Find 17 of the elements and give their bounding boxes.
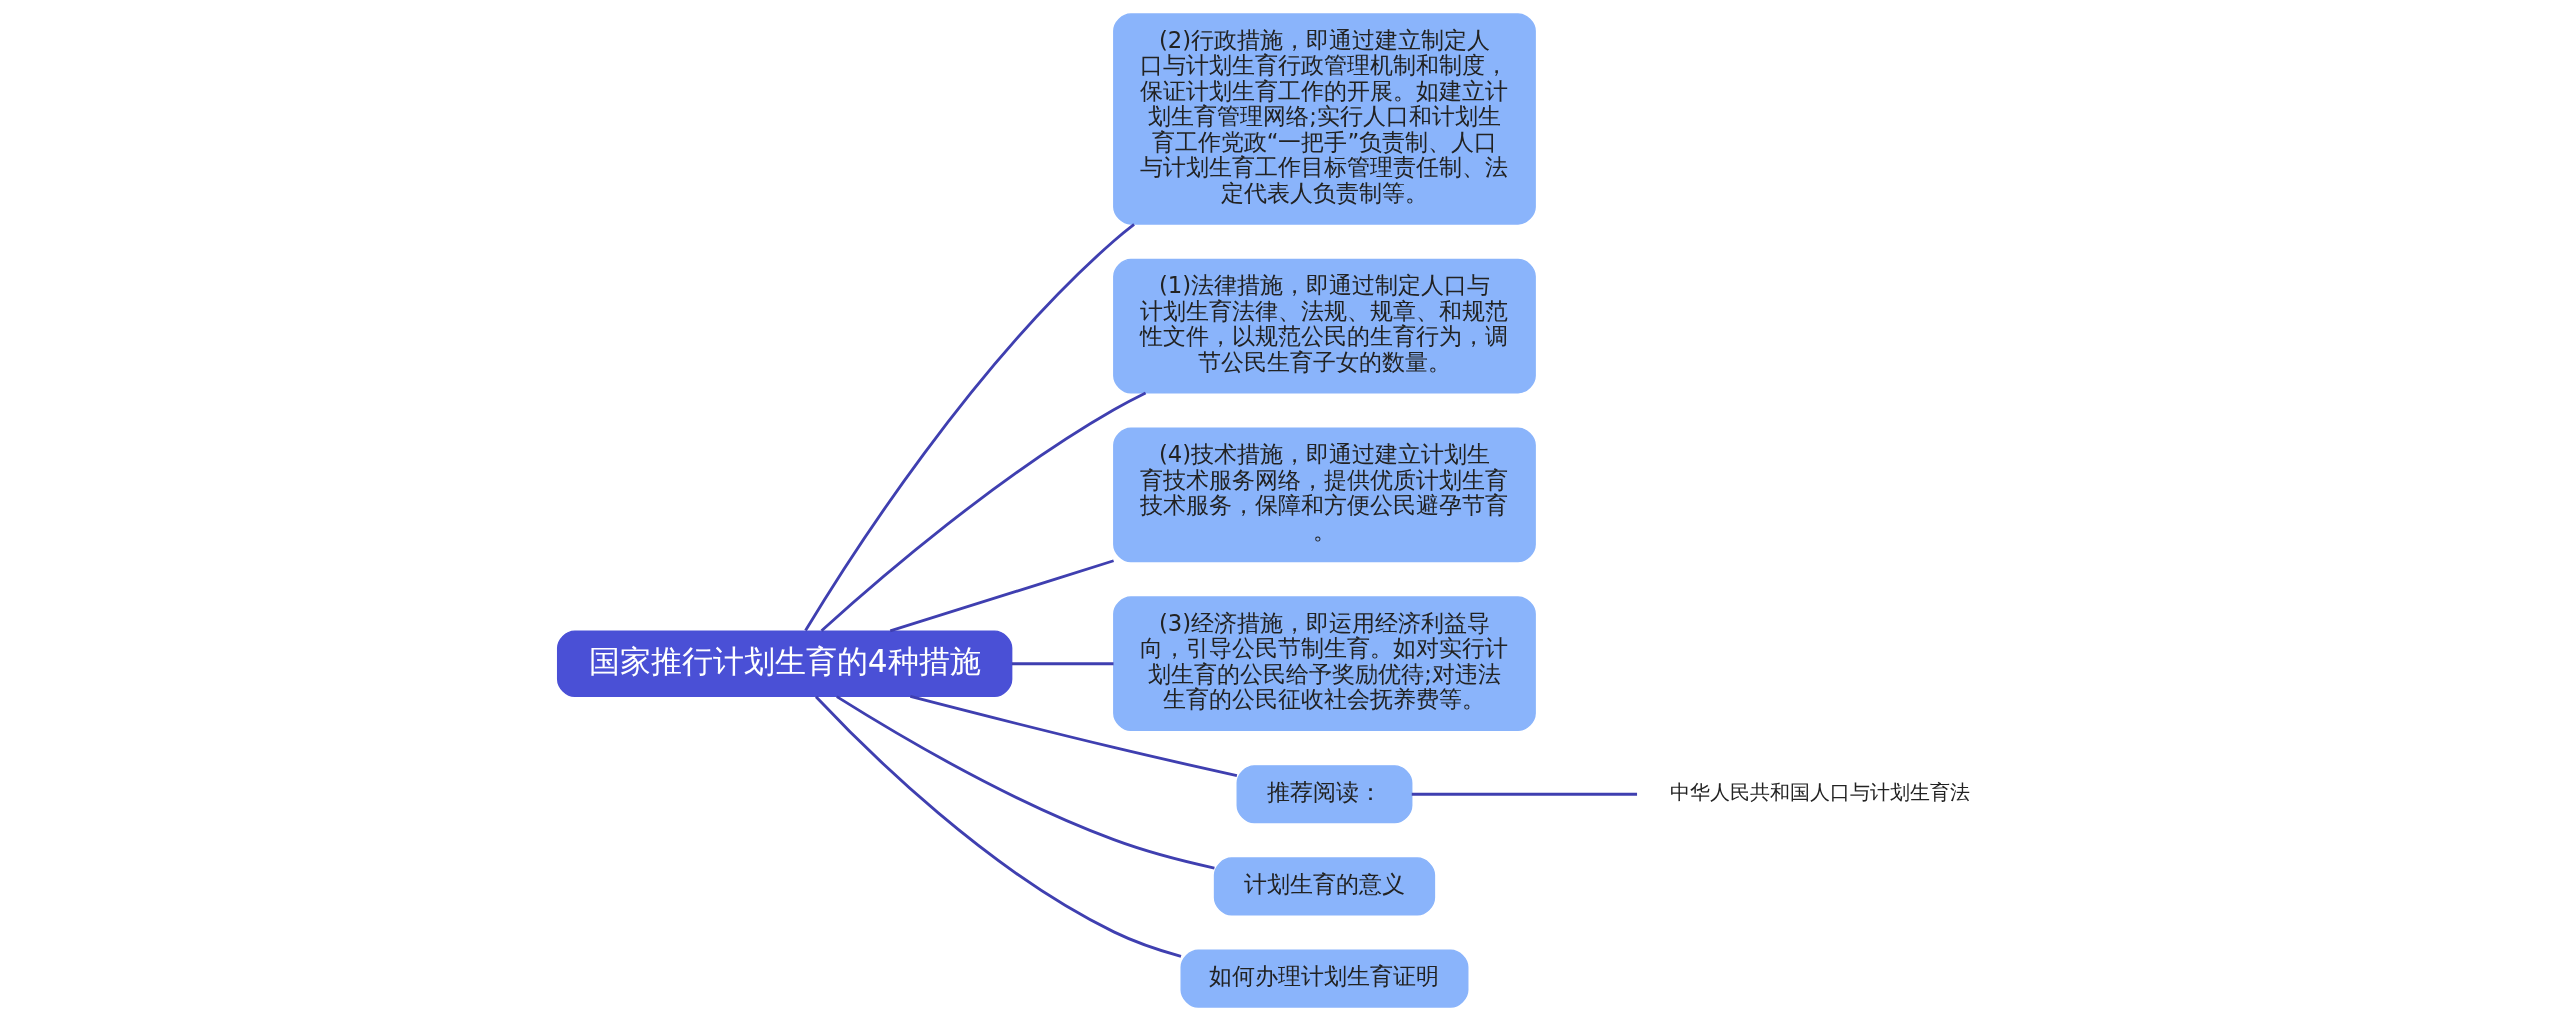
node-box: 如何办理计划生育证明 xyxy=(1180,949,1468,1008)
node-box: 国家推行计划生育的4种措施 xyxy=(556,630,1012,698)
node-box: 推荐阅读： xyxy=(1236,765,1412,824)
node-box: (2)行政措施，即通过建立制定人口与计划生育行政管理机制和制度，保证计划生育工作的开展。如建立计划生育管理网络;实行人口和计划生育工作党政“一把手”负责制、人口与计划生育工作目标管理责任制、法定代表人负责制等。 xyxy=(1112,13,1536,225)
connector xyxy=(820,391,1146,632)
node-box: (3)经济措施，即运用经济利益导向，引导公民节制生育。如对实行计划生育的公民给予奖励优待;对违法生育的公民征收社会抚养费等。 xyxy=(1112,596,1536,732)
connector xyxy=(803,223,1135,632)
connector xyxy=(814,695,1181,958)
connector xyxy=(1411,792,1637,796)
connector xyxy=(835,695,1215,870)
connector xyxy=(909,695,1237,777)
connector xyxy=(1011,662,1114,666)
node-text: 中华人民共和国人口与计划生育法 xyxy=(1669,781,1970,805)
node-box: (1)法律措施，即通过制定人口与计划生育法律、法规、规章、和规范性文件，以规范公民的生育行为，调节公民生育子女的数量。 xyxy=(1112,258,1536,394)
node-box: (4)技术措施，即通过建立计划生育技术服务网络，提供优质计划生育技术服务，保障和方便公民避孕节育。 xyxy=(1112,427,1536,563)
connector xyxy=(889,559,1114,633)
node-box: 计划生育的意义 xyxy=(1213,857,1435,916)
